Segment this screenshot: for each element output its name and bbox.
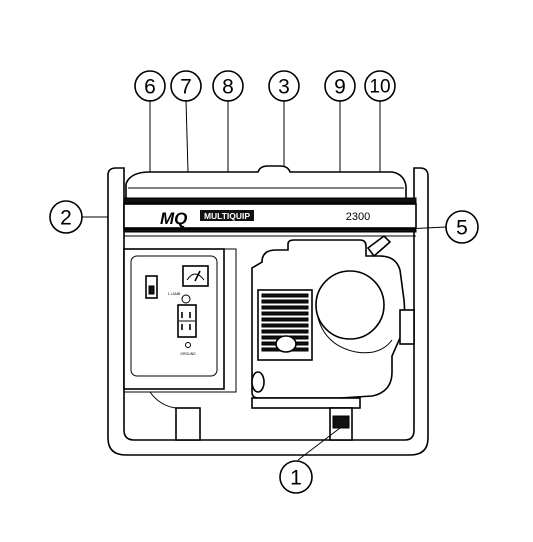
breaker-label: 1 LAMB: [168, 292, 181, 296]
svg-text:8: 8: [222, 76, 234, 99]
svg-text:6: 6: [144, 76, 156, 99]
ground-label: GROUND: [180, 352, 196, 356]
brand-logo: MQ: [160, 209, 187, 228]
svg-text:7: 7: [180, 76, 192, 99]
feet: [124, 391, 224, 441]
fuel-tank: [123, 165, 417, 204]
brand-name: MULTIQUIP: [204, 211, 250, 221]
model-number: 2300: [346, 211, 370, 223]
svg-text:2: 2: [60, 207, 72, 230]
side-handle: [399, 309, 415, 345]
brand-name-box: [200, 210, 254, 221]
air-cleaner: [257, 289, 313, 361]
svg-text:3: 3: [278, 76, 290, 99]
svg-text:10: 10: [369, 77, 390, 98]
callout-6: 6: [134, 70, 166, 102]
callout-9: 9: [324, 70, 356, 102]
ac-receptacle: [177, 304, 197, 338]
ground-terminal: [185, 342, 191, 348]
muffler: [315, 270, 393, 354]
callout-8: 8: [212, 70, 244, 102]
callout-2: 2: [49, 200, 83, 234]
svg-text:9: 9: [334, 76, 346, 99]
control-panel: 1 LAMB GROUND: [123, 248, 225, 390]
callout-5: 5: [445, 210, 479, 244]
callout-3: 3: [268, 70, 300, 102]
svg-text:1: 1: [290, 467, 302, 490]
engine: [224, 234, 415, 441]
callout-7: 7: [170, 70, 202, 102]
leader-lines: [82, 99, 447, 461]
brand-plate: MQ MULTIQUIP 2300: [123, 203, 417, 237]
voltmeter: [182, 265, 209, 287]
svg-text:5: 5: [456, 217, 468, 240]
callout-1: 1: [279, 460, 313, 494]
callout-10: 10: [364, 70, 396, 102]
